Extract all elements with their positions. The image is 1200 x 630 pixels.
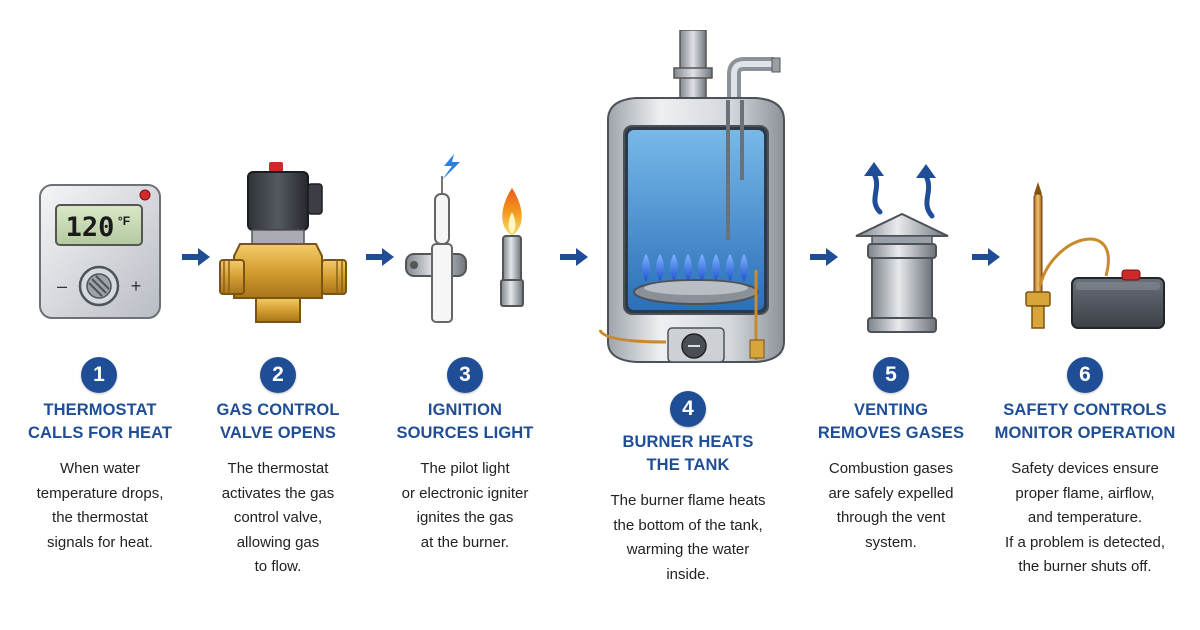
indicator-light-icon bbox=[139, 189, 151, 201]
step-number-badge: 4 bbox=[670, 391, 706, 427]
flow-arrow-icon bbox=[972, 248, 1000, 266]
safety-controls-illustration bbox=[1025, 182, 1165, 329]
igniter-pilot-illustration bbox=[405, 154, 524, 323]
gas-valve-illustration bbox=[219, 162, 347, 323]
step-title: IGNITION SOURCES LIGHT bbox=[396, 401, 534, 442]
reset-button-icon bbox=[1121, 269, 1141, 281]
flow-arrow-icon bbox=[182, 248, 210, 266]
vent-illustration bbox=[855, 162, 949, 333]
temperature-unit: °F bbox=[118, 214, 130, 228]
step-number-badge: 6 bbox=[1067, 357, 1103, 393]
step-number-badge: 5 bbox=[873, 357, 909, 393]
step-description: When water temperature drops, the thermo… bbox=[36, 460, 164, 551]
step-description: The pilot light or electronic igniter ig… bbox=[401, 460, 529, 551]
step-description: The thermostat activates the gas control… bbox=[221, 460, 335, 575]
step-number-badge: 1 bbox=[81, 357, 117, 393]
flow-arrow-icon bbox=[810, 248, 838, 266]
step-title: THERMOSTAT CALLS FOR HEAT bbox=[27, 401, 173, 442]
exhaust-arrows-icon bbox=[864, 162, 936, 219]
plus-icon: + bbox=[131, 276, 142, 296]
step-title: BURNER HEATS THE TANK bbox=[622, 433, 754, 474]
thermostat-illustration: 120 °F – + bbox=[39, 184, 161, 319]
step-number-badge: 3 bbox=[447, 357, 483, 393]
step-description: Combustion gases are safely expelled thr… bbox=[828, 460, 954, 551]
temperature-display: 120 bbox=[66, 212, 115, 243]
spark-icon bbox=[442, 154, 460, 180]
step-title: GAS CONTROL VALVE OPENS bbox=[216, 401, 340, 442]
step-description: The burner flame heats the bottom of the… bbox=[610, 492, 766, 583]
minus-icon: – bbox=[57, 276, 67, 296]
step-description: Safety devices ensure proper flame, airf… bbox=[1004, 460, 1166, 575]
water-heater-tank-illustration bbox=[598, 30, 785, 363]
step-number-badge: 2 bbox=[260, 357, 296, 393]
flow-arrow-icon bbox=[560, 248, 588, 266]
step-title: VENTING REMOVES GASES bbox=[817, 401, 965, 442]
burner-flames-icon bbox=[642, 254, 748, 282]
step-title: SAFETY CONTROLS MONITOR OPERATION bbox=[994, 401, 1176, 442]
flow-arrow-icon bbox=[366, 248, 394, 266]
